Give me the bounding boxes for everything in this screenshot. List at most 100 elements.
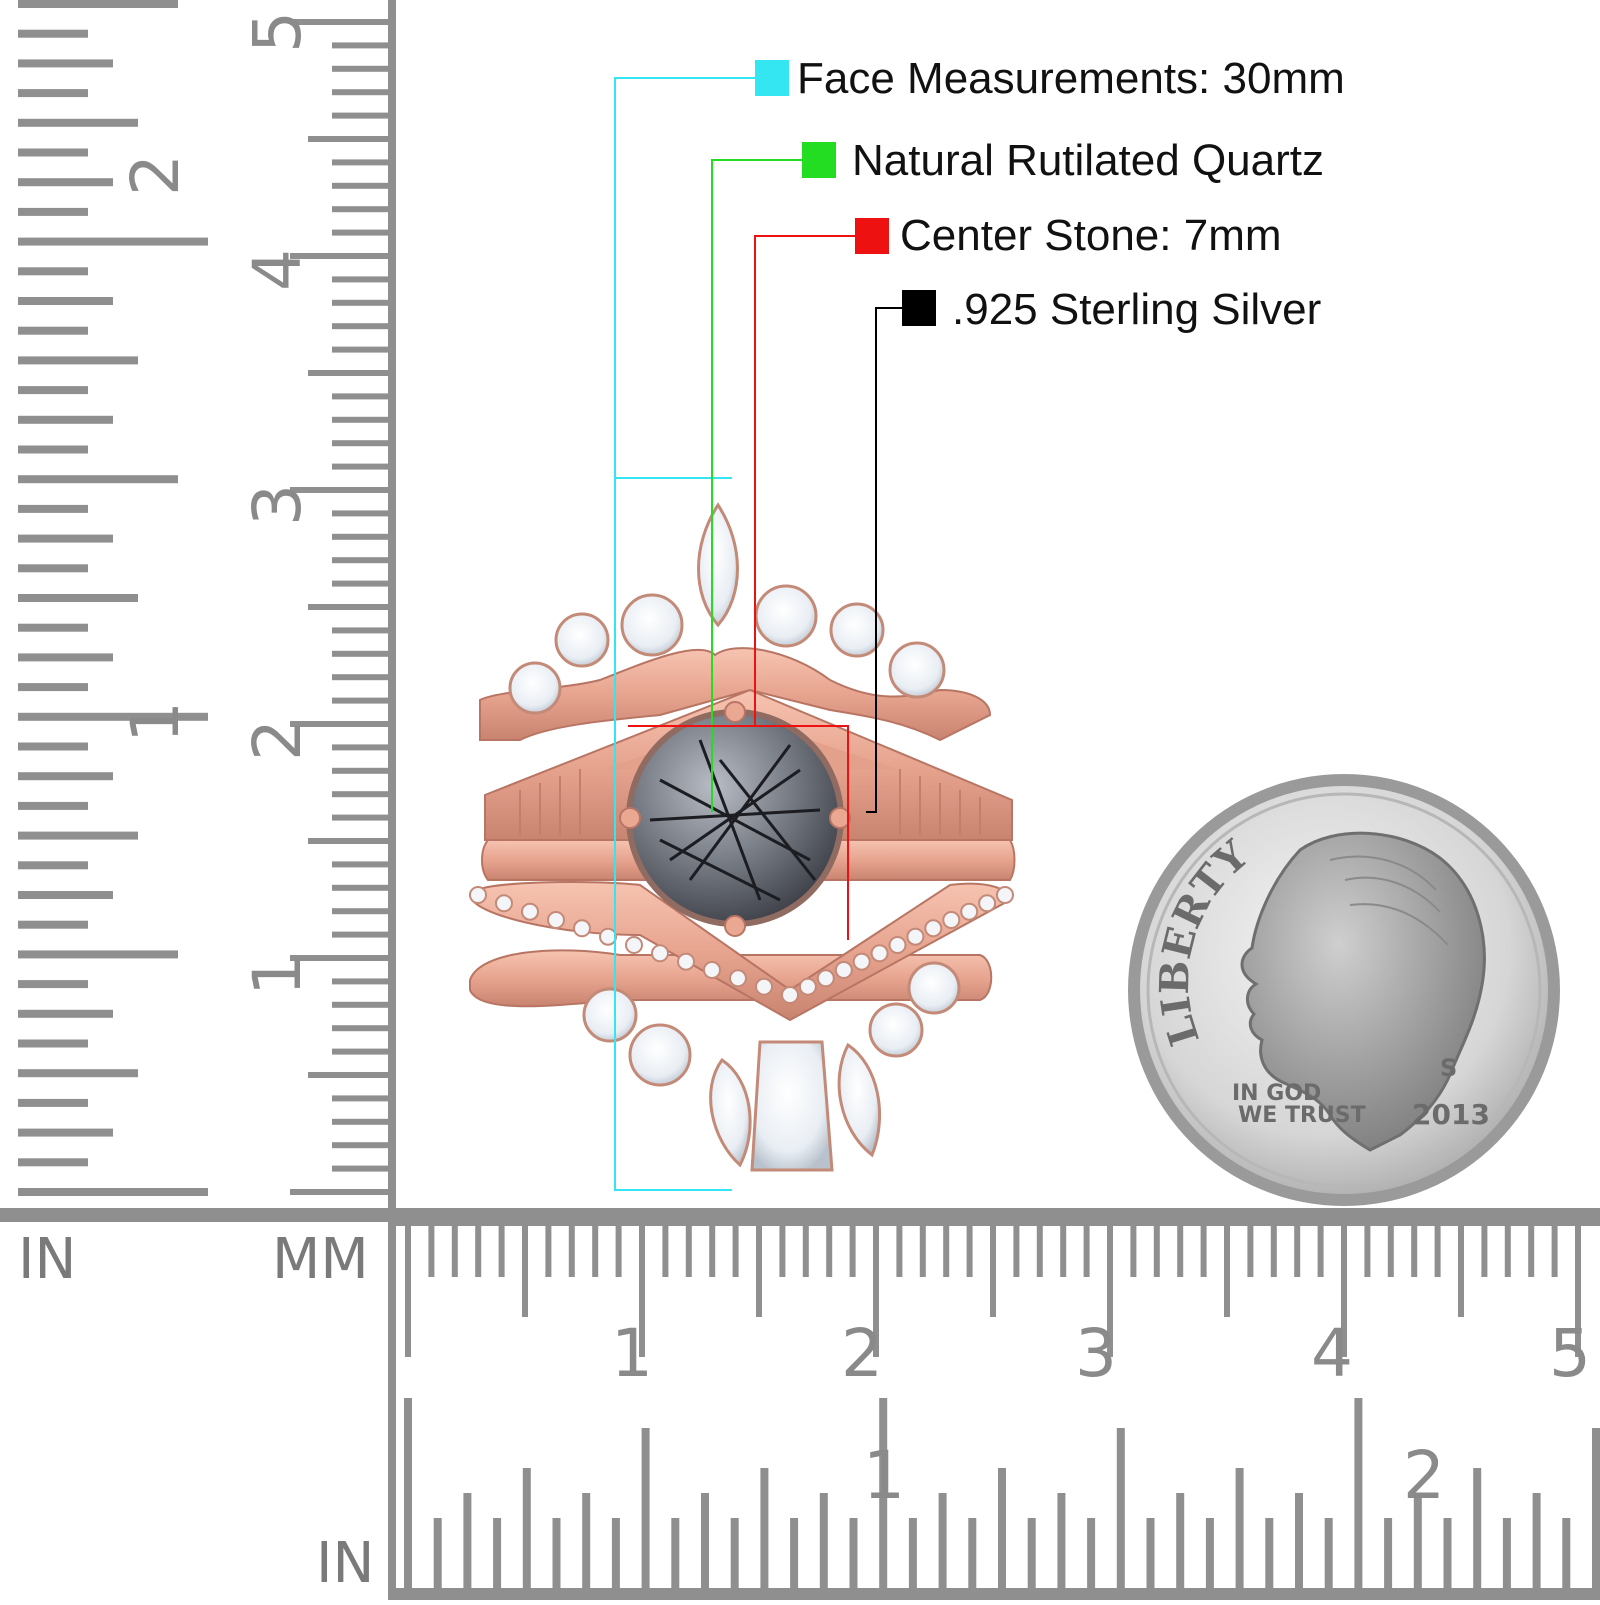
horizontal-mm-tick — [1551, 1222, 1558, 1277]
quartz-leader — [711, 159, 802, 812]
vertical-mm-tick — [332, 861, 390, 868]
pave-gem — [888, 936, 907, 954]
horizontal-inch-tick — [552, 1518, 561, 1588]
horizontal-inch-tick — [968, 1518, 977, 1588]
vertical-mm-tick — [332, 510, 390, 517]
horizontal-inch-tick — [582, 1493, 591, 1588]
vertical-cm-number-1: 1 — [239, 954, 316, 996]
pave-gem — [469, 886, 487, 904]
horizontal-mm-tick — [919, 1222, 926, 1277]
pave-gem — [798, 977, 817, 996]
horizontal-mm-tick — [1294, 1222, 1301, 1277]
horizontal-cm-number-3: 3 — [1075, 1315, 1117, 1392]
horizontal-cm-number-4: 4 — [1311, 1315, 1353, 1392]
vertical-inch-tick — [18, 861, 88, 870]
vertical-mm-tick — [332, 767, 390, 774]
vertical-mm-tick — [290, 19, 390, 25]
vertical-inch-tick — [18, 148, 88, 157]
vertical-inch-tick — [18, 594, 138, 602]
crown-gem-6 — [888, 641, 946, 699]
vertical-inch-tick — [18, 356, 138, 365]
vertical-mm-tick — [332, 884, 390, 891]
horizontal-mm-tick — [1317, 1222, 1324, 1277]
horizontal-mm-tick — [896, 1222, 903, 1277]
vertical-mm-tick — [332, 1048, 390, 1055]
vertical-mm-tick — [332, 580, 390, 587]
crown-gem-3 — [554, 612, 610, 668]
horizontal-mm-tick — [1575, 1222, 1581, 1357]
vertical-mm-tick — [332, 463, 390, 470]
vertical-inch-tick — [18, 653, 113, 662]
horizontal-inch-tick — [701, 1493, 709, 1588]
vertical-inch-tick — [18, 178, 113, 187]
band-lower-chevron — [468, 881, 1012, 1022]
crown-gemstones — [508, 502, 961, 1172]
horizontal-mm-tick — [1411, 1222, 1418, 1277]
horizontal-inch-tick — [1087, 1518, 1096, 1588]
horizontal-inch-tick — [611, 1518, 620, 1588]
horizontal-inch-tick — [938, 1493, 947, 1588]
horizontal-mm-tick — [943, 1222, 950, 1277]
horizontal-mm-tick — [475, 1222, 482, 1277]
coin-motto-line2: WE TRUST — [1238, 1103, 1366, 1128]
pave-gem — [755, 977, 773, 996]
crown-gem-2 — [754, 584, 818, 648]
horizontal-cm-number-1: 1 — [611, 1315, 653, 1392]
horizontal-inch-tick — [1027, 1518, 1036, 1588]
vertical-inch-tick — [18, 267, 88, 276]
vertical-mm-tick — [332, 276, 390, 283]
horizontal-inch-tick — [1532, 1493, 1541, 1588]
vertical-mm-tick — [332, 931, 390, 938]
vertical-inch-tick — [18, 504, 88, 513]
vertical-inch-tick — [18, 801, 88, 810]
ring-stack — [468, 502, 1016, 1172]
vertical-cm-number-2: 2 — [239, 719, 316, 761]
horizontal-mm-tick — [428, 1222, 435, 1277]
horizontal-mm-tick — [639, 1222, 645, 1357]
vertical-inch-tick — [18, 297, 113, 305]
horizontal-mm-tick — [1364, 1222, 1371, 1277]
vertical-inch-tick — [18, 831, 138, 840]
horizontal-inch-tick — [1235, 1468, 1244, 1588]
horizontal-mm-tick — [1224, 1222, 1230, 1317]
pave-gem — [924, 919, 943, 938]
center-stone-leader — [628, 235, 855, 940]
horizontal-inch-tick — [404, 1398, 412, 1588]
horizontal-inch-tick — [641, 1428, 650, 1588]
pave-gem — [599, 927, 617, 946]
vertical-mm-tick — [308, 370, 390, 376]
horizontal-inch-tick — [879, 1398, 888, 1588]
rutile-needles — [649, 739, 821, 902]
coin-motto-line1: IN GOD — [1232, 1081, 1321, 1106]
vertical-mm-tick — [332, 744, 390, 751]
horizontal-mm-tick — [1083, 1222, 1090, 1277]
coin-portrait — [1240, 831, 1486, 1152]
horizontal-inch-tick — [849, 1518, 858, 1588]
vertical-ruler-edge — [388, 0, 396, 1222]
horizontal-inch-tick — [1354, 1398, 1363, 1588]
horizontal-inch-tick — [671, 1518, 680, 1588]
vertical-mm-tick — [332, 1118, 390, 1125]
vertical-mm-tick — [332, 229, 390, 236]
lower-gem-2 — [628, 1023, 692, 1087]
center-stone-swatch — [855, 218, 889, 254]
center-stone-label: Center Stone: 7mm — [900, 211, 1282, 260]
vertical-inch-tick — [18, 1158, 88, 1167]
horizontal-inch-tick — [730, 1518, 739, 1588]
vertical-mm-tick — [332, 42, 390, 49]
vertical-inch-tick — [18, 920, 88, 929]
horizontal-inch-tick — [1176, 1493, 1185, 1588]
pave-gem — [573, 919, 591, 938]
horizontal-mm-tick — [1153, 1222, 1160, 1277]
vertical-inch-tick — [18, 891, 113, 899]
callout-leaders — [614, 77, 902, 1191]
vertical-inch-ticks — [18, 0, 208, 1196]
vertical-mm-tick — [332, 1142, 390, 1149]
vertical-mm-tick — [332, 346, 390, 353]
vertical-inch-number-2: 2 — [117, 154, 194, 196]
lower-gem-3 — [868, 1002, 924, 1058]
horizontal-mm-tick — [545, 1222, 552, 1277]
horizontal-mm-tick — [1270, 1222, 1277, 1277]
